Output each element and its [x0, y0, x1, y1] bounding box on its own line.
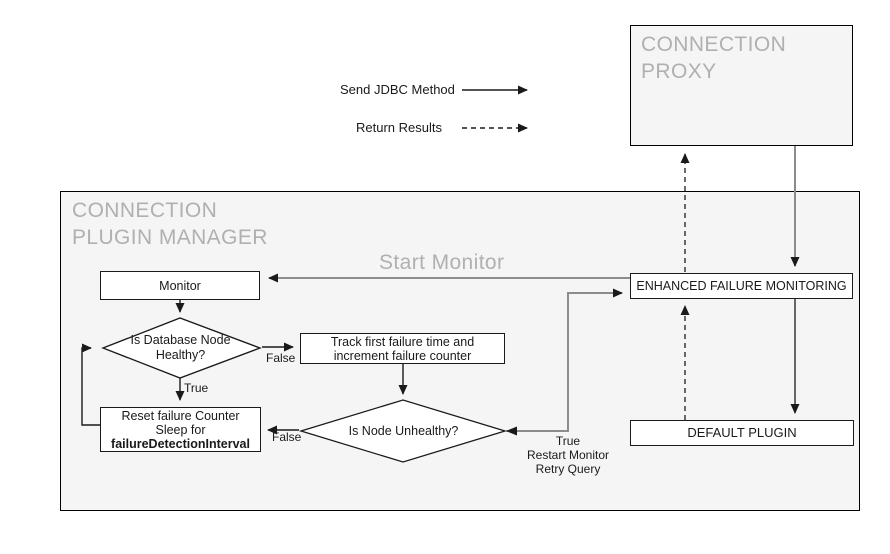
- healthy-false-label: False: [266, 351, 296, 365]
- reset-counter-line2: Sleep for: [155, 422, 206, 437]
- unhealthy-true-line2: Restart Monitor: [526, 448, 610, 462]
- reset-counter-line1: Reset failure Counter: [121, 408, 240, 423]
- enhanced-failure-monitoring-label: ENHANCED FAILURE MONITORING: [636, 279, 847, 293]
- enhanced-failure-monitoring-node: ENHANCED FAILURE MONITORING: [630, 273, 853, 299]
- unhealthy-true-arrow: [505, 288, 623, 432]
- healthy-check-line1: Is Database Node: [130, 333, 231, 347]
- healthy-check-line2: Healthy?: [155, 348, 206, 362]
- unhealthy-check-text: Is Node Unhealthy?: [331, 424, 476, 439]
- start-monitor-label: Start Monitor: [379, 251, 505, 274]
- reset-feedback-arrow: [81, 343, 100, 426]
- legend-send-jdbc-label: Send JDBC Method: [340, 82, 455, 97]
- connection-proxy-panel: [630, 25, 853, 146]
- unhealthy-check-label: Is Node Unhealthy?: [348, 424, 459, 438]
- healthy-check-diamond: [101, 317, 262, 379]
- reset-counter-node: Reset failure Counter Sleep for failureD…: [100, 407, 261, 452]
- unhealthy-false-label: False: [272, 430, 302, 444]
- monitor-node: Monitor: [100, 271, 260, 300]
- connection-plugin-manager-title: CONNECTION PLUGIN MANAGER: [72, 199, 268, 249]
- legend-return-results-label: Return Results: [356, 120, 442, 135]
- connection-proxy-title: CONNECTION PROXY: [641, 33, 787, 83]
- default-plugin-node: DEFAULT PLUGIN: [630, 420, 854, 446]
- unhealthy-true-back-arrowhead: [506, 426, 517, 436]
- healthy-check-text: Is Database Node Healthy?: [113, 333, 248, 363]
- unhealthy-true-line3: Retry Query: [535, 462, 601, 476]
- reset-counter-line3: failureDetectionInterval: [111, 436, 250, 451]
- monitor-node-label: Monitor: [159, 278, 201, 293]
- default-plugin-label: DEFAULT PLUGIN: [687, 425, 797, 440]
- healthy-true-label: True: [184, 381, 209, 395]
- unhealthy-true-label: True Restart Monitor Retry Query: [508, 434, 628, 476]
- track-failure-node: Track first failure time and increment f…: [300, 333, 505, 364]
- track-failure-line2: increment failure counter: [333, 348, 472, 363]
- unhealthy-true-line1: True: [555, 434, 581, 448]
- track-failure-line1: Track first failure time and: [330, 334, 475, 349]
